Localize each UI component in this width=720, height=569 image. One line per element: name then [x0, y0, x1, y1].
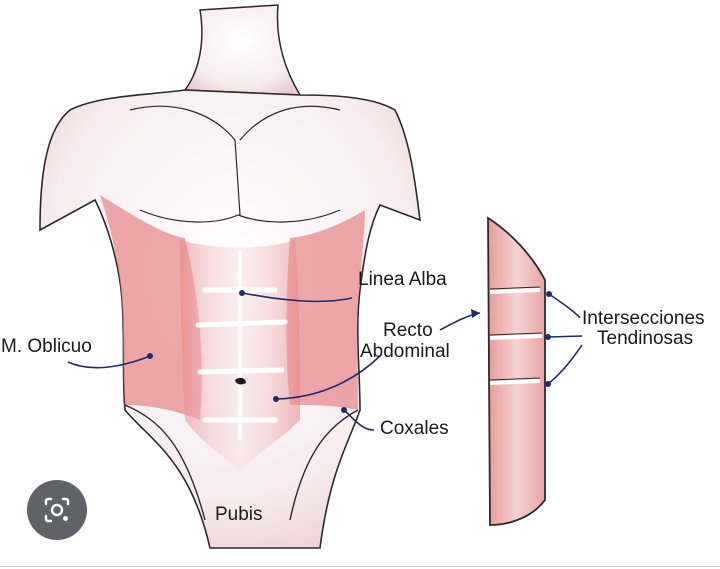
strip-intersection-outlines: [489, 286, 543, 381]
neck: [183, 4, 302, 96]
label-m-oblicuo: M. Oblicuo: [1, 336, 92, 357]
dot-int-1: [546, 291, 552, 297]
navel: [235, 377, 246, 385]
label-linea-alba: Linea Alba: [358, 269, 447, 290]
strip-intersections: [489, 288, 543, 385]
google-lens-icon: [44, 497, 70, 523]
leader-recto: [275, 355, 381, 400]
label-recto: Recto: [383, 320, 433, 341]
google-lens-button[interactable]: [27, 480, 87, 540]
leader-coxales: [343, 409, 375, 431]
dot-coxales: [341, 407, 347, 413]
arrow-recto-strip: [471, 309, 480, 318]
bottom-divider: [0, 566, 720, 567]
dot-oblicuo: [147, 353, 153, 359]
leader-oblicuo: [67, 355, 151, 369]
abs-intersections: [195, 287, 288, 423]
label-intersecciones: Intersecciones: [582, 308, 705, 329]
leader-linea-alba: [241, 292, 353, 303]
oblique-muscle-right: [286, 210, 365, 410]
dot-linea-alba: [239, 290, 245, 296]
leader-intersecciones: [547, 293, 583, 385]
chest-lines: [129, 105, 341, 223]
label-pubis: Pubis: [215, 504, 263, 525]
label-abdominal: Abdominal: [360, 341, 450, 362]
label-tendinosas: Tendinosas: [597, 328, 694, 349]
dot-int-2: [545, 334, 551, 340]
rectus-strip: [487, 216, 546, 526]
label-coxales: Coxales: [380, 418, 449, 439]
dot-int-3: [545, 381, 551, 387]
dot-recto: [273, 396, 279, 402]
